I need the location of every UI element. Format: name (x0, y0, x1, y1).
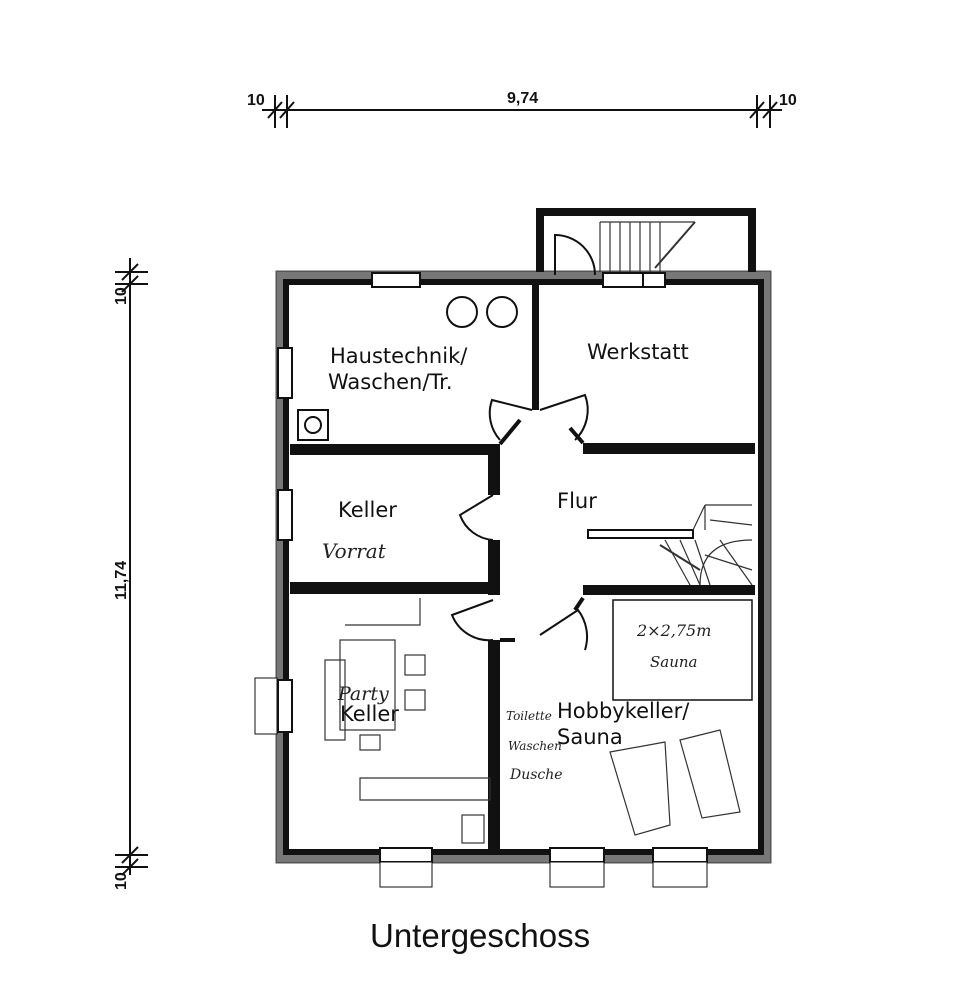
dim-left-top: 10 (113, 287, 130, 305)
room-hobbykeller: Hobbykeller/ Sauna (557, 699, 690, 749)
top-dimension-line: 10 9,74 10 (247, 90, 797, 128)
svg-text:Hobbykeller/: Hobbykeller/ (557, 699, 690, 723)
windows (254, 272, 708, 888)
boilers (297, 296, 518, 441)
furniture-sketch (324, 598, 741, 844)
sauna-note: Sauna (650, 653, 697, 671)
svg-text:Sauna: Sauna (557, 725, 623, 749)
stairs-top (599, 221, 696, 272)
sauna-size-note: 2×2,75m (636, 621, 711, 640)
dim-top-left: 10 (247, 92, 265, 109)
doors (450, 233, 596, 651)
stairs-inner (659, 504, 753, 586)
svg-text:Waschen/Tr.: Waschen/Tr. (328, 370, 453, 394)
note-party: Party (337, 683, 389, 705)
room-flur: Flur (557, 489, 597, 513)
dim-left-bottom: 10 (113, 872, 130, 890)
hobby-notes: Toilette Waschen Dusche (506, 709, 563, 783)
svg-text:Waschen: Waschen (508, 739, 562, 753)
sauna-cabin (612, 599, 753, 701)
svg-text:Haustechnik/: Haustechnik/ (330, 344, 468, 368)
room-werkstatt: Werkstatt (587, 340, 689, 364)
dim-left-height: 11,74 (113, 561, 130, 600)
dim-top-width: 9,74 (507, 90, 538, 107)
dim-top-right: 10 (779, 92, 797, 109)
room-keller: Keller (338, 498, 397, 522)
room-haustechnik: Haustechnik/ Waschen/Tr. (328, 344, 468, 394)
outer-walls (275, 208, 772, 864)
room-party-keller: Keller (340, 702, 399, 726)
svg-text:Dusche: Dusche (509, 767, 563, 783)
svg-text:Toilette: Toilette (506, 709, 552, 723)
plan-title: Untergeschoss (370, 917, 590, 954)
interior-walls (290, 282, 755, 852)
left-dimension-line: 10 11,74 10 (113, 258, 148, 890)
note-vorrat: Vorrat (322, 539, 387, 563)
